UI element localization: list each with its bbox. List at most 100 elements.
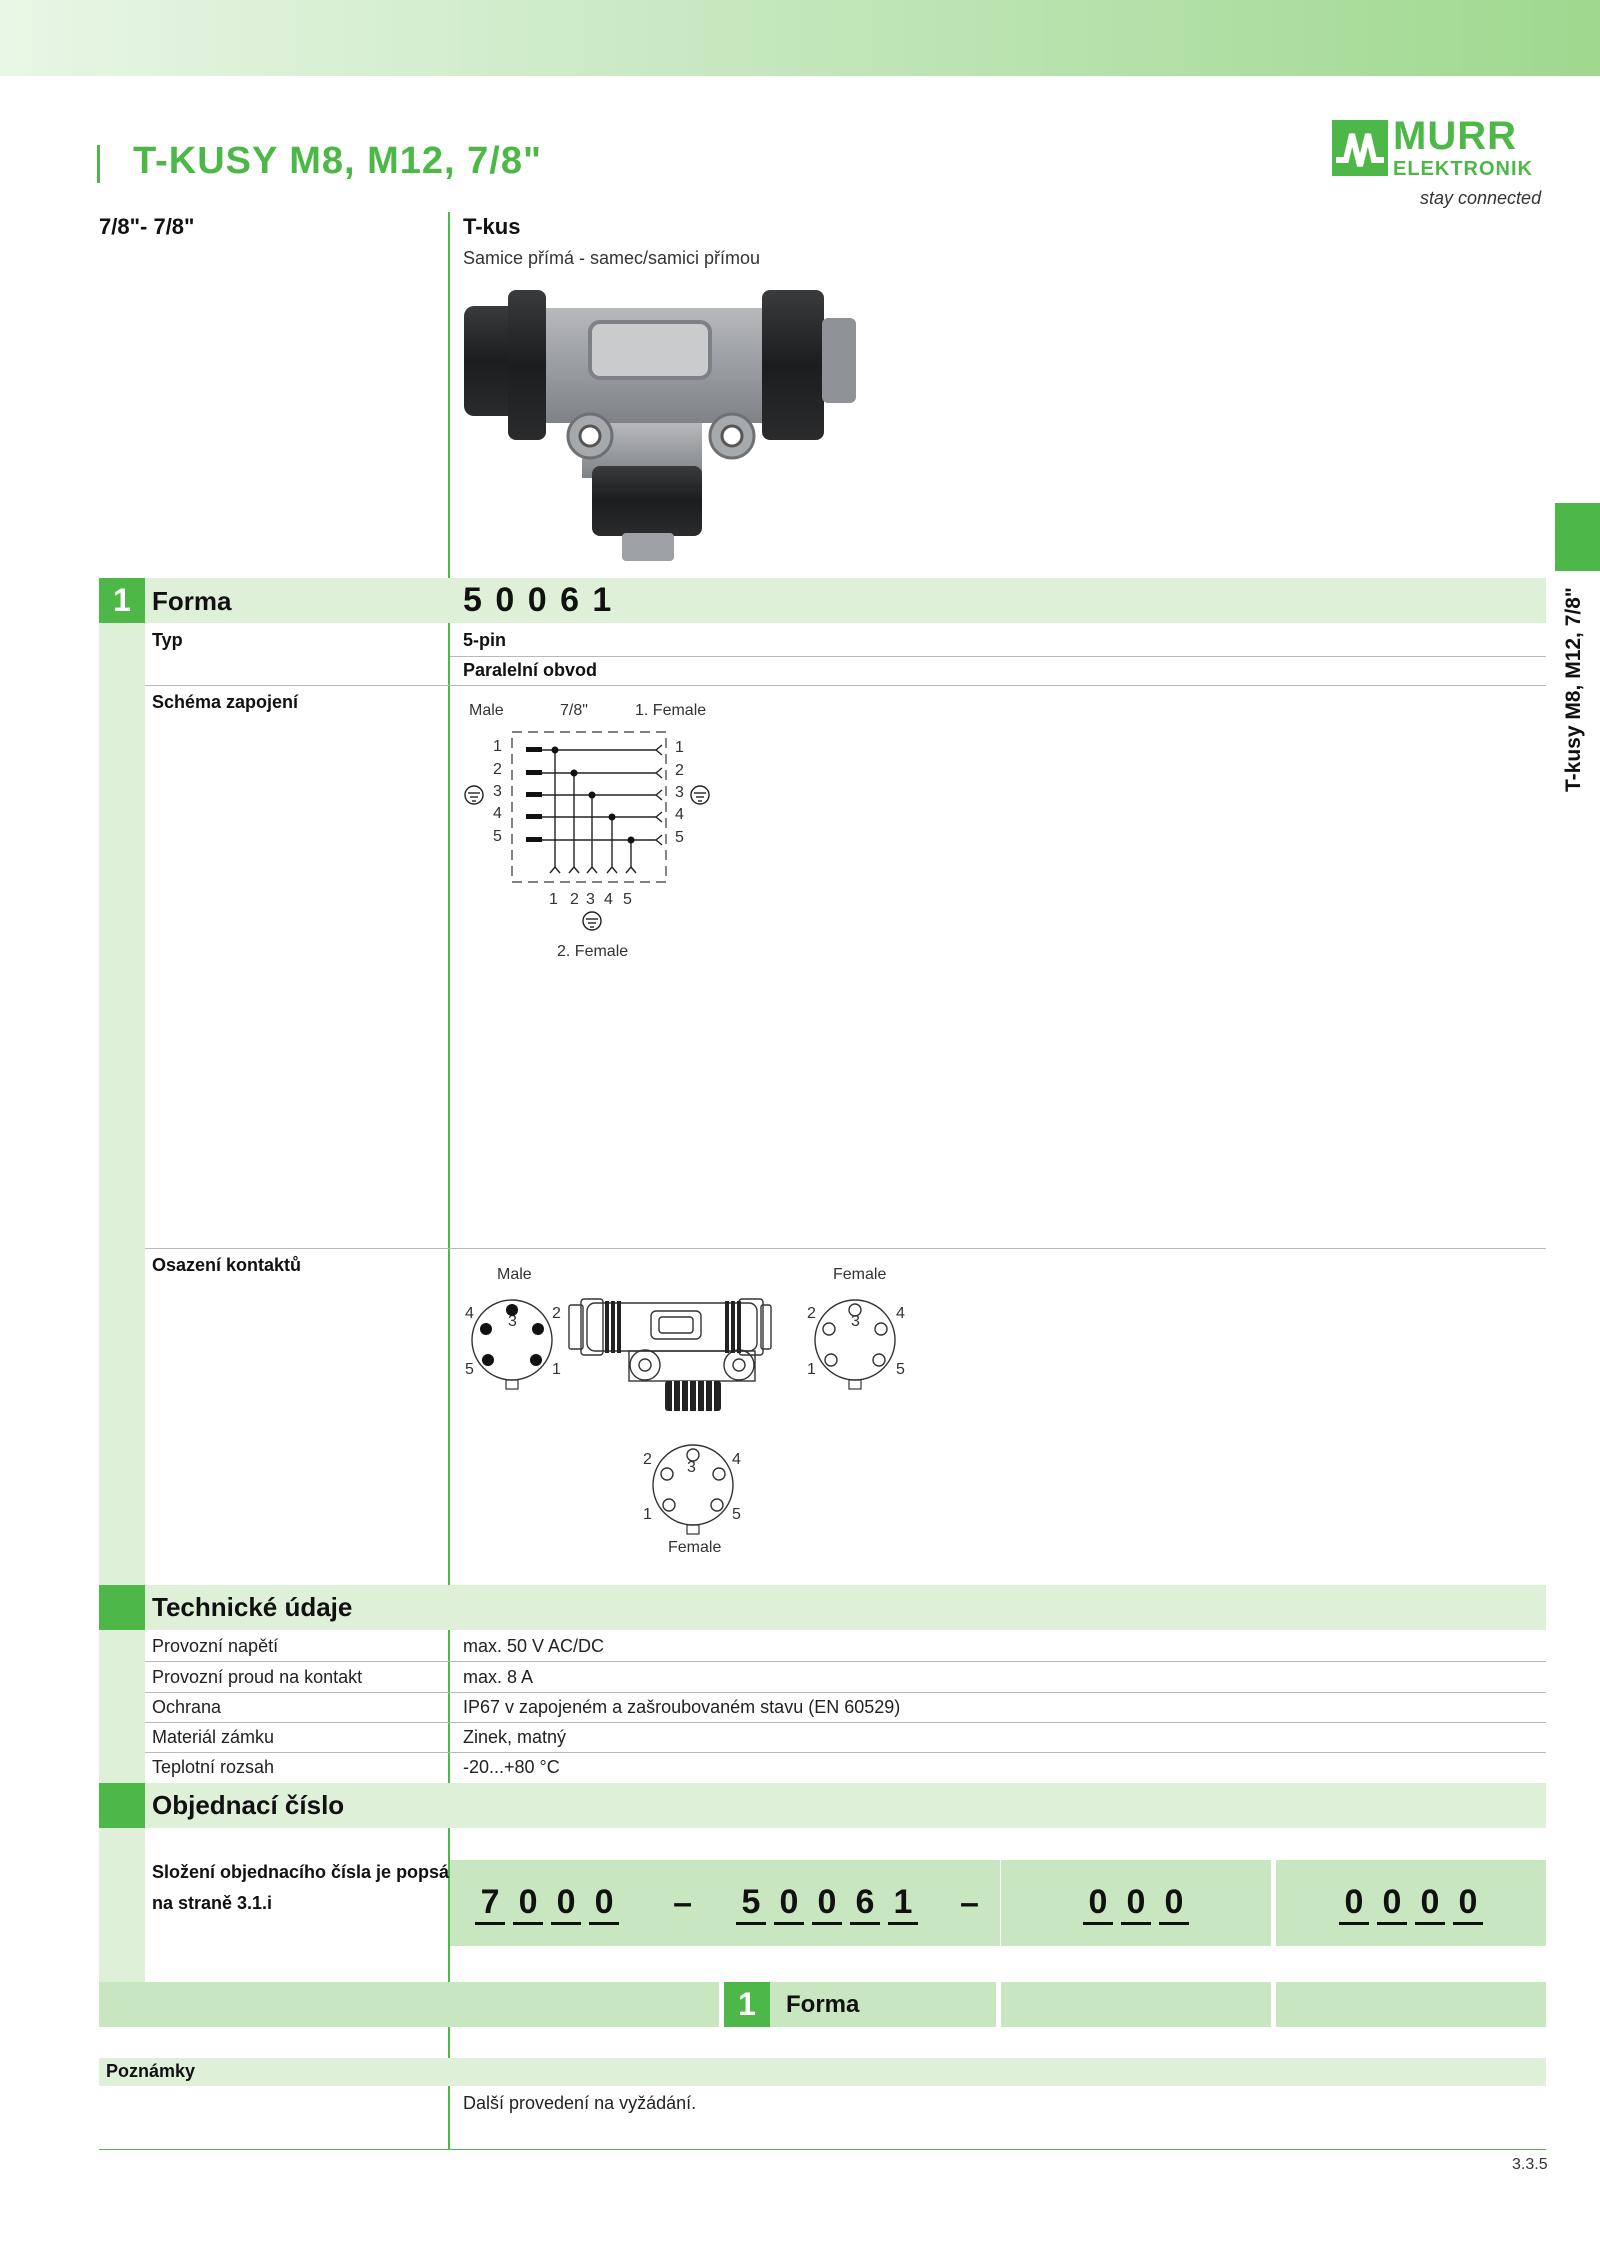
row-divider [145,1752,1546,1753]
female-bottom-pin-label: 5 [732,1506,741,1523]
technical-header-band [99,1585,1546,1630]
order-digit: 0 [774,1882,804,1925]
tech-row-value: IP67 v zapojeném a zašroubovaném stavu (… [463,1697,901,1717]
tech-row-label: Provozní proud na kontakt [152,1667,363,1687]
contacts-female-right-label: Female [833,1266,886,1283]
logo-subword: ELEKTRONIK [1393,158,1533,180]
notes-text: Další provedení na vyžádání. [463,2093,697,2113]
left-column-strip [99,623,145,1983]
row-divider [145,1722,1546,1723]
logo-tagline: stay connected [1420,188,1542,208]
order-code-group3: 0 0 0 [1001,1860,1271,1946]
order-heading: Objednací číslo [152,1790,345,1820]
female-right-pin-label: 2 [807,1305,816,1322]
technical-heading: Technické údaje [152,1592,353,1622]
order-marker [99,1783,145,1828]
forma-heading: Forma [152,586,232,616]
contacts-label: Osazení kontaktů [152,1255,302,1275]
wiring-right-pin: 2 [675,762,684,779]
wiring-right-pin: 3 [675,784,684,801]
wiring-female2-label: 2. Female [557,943,628,960]
order-digit: 0 [1083,1882,1113,1925]
wiring-bottom-pin: 3 [586,891,595,908]
legend-forma-label: Forma [786,1991,860,2018]
order-digit: 5 [736,1882,766,1925]
order-digit: 0 [1415,1882,1445,1925]
order-note-line1: Složení objednacího čísla je popsáno [152,1862,472,1882]
order-digit: 0 [812,1882,842,1925]
legend-forma-number: 1 [724,1982,770,2027]
wiring-diagram: Male 7/8" 1. Female 1 2 3 4 5 1 2 3 4 5 … [464,702,710,960]
contact-layout-diagram: Male Female Female 4 3 2 5 1 2 3 4 1 5 2… [465,1266,905,1556]
order-digit: 1 [888,1882,918,1925]
forma-header-band [99,578,1546,623]
female-bottom-pin-label: 4 [732,1451,741,1468]
type-value-circuit: Paralelní obvod [463,660,598,680]
order-dash: – [960,1883,979,1922]
wiring-female1-label: 1. Female [635,702,706,719]
row-divider [450,656,1546,657]
male-pin-label: 3 [508,1313,517,1330]
row-divider [145,685,1546,686]
female-right-pin-label: 1 [807,1361,816,1378]
row-divider [145,1692,1546,1693]
logo-word: MURR [1393,114,1517,158]
column-divider [448,212,450,2150]
male-pin-label: 5 [465,1361,474,1378]
page-title: T-KUSY M8, M12, 7/8" [133,140,542,182]
female-bottom-pin-label: 1 [643,1506,652,1523]
wiring-left-pin: 1 [493,738,502,755]
legend-band-left [99,1982,719,2027]
order-digit: 0 [1159,1882,1189,1925]
murr-logo-icon [1332,120,1388,176]
product-name: T-kus [463,214,521,239]
type-label: Typ [152,630,183,650]
forma-number-badge: 1 [99,578,145,623]
product-photo [464,290,856,561]
order-digit: 0 [1377,1882,1407,1925]
tech-row-label: Provozní napětí [152,1636,279,1656]
series-label: 7/8"- 7/8" [99,214,195,239]
sidebar-tab [1555,503,1600,571]
wiring-right-pin: 1 [675,739,684,756]
wiring-right-pin: 5 [675,829,684,846]
tech-row-value: max. 50 V AC/DC [463,1636,605,1656]
wiring-left-pin: 3 [493,783,502,800]
wiring-left-pin: 2 [493,761,502,778]
tech-row-value: Zinek, matný [463,1727,567,1747]
order-digit: 0 [1453,1882,1483,1925]
order-note-line2: na straně 3.1.i [152,1893,273,1913]
male-pin-label: 2 [552,1305,561,1322]
notes-header-band [99,2058,1546,2086]
female-right-pin-label: 4 [896,1305,905,1322]
tech-row-value: max. 8 A [463,1667,534,1687]
footer-line [99,2149,1546,2150]
legend-band-g3 [1001,1982,1271,2027]
notes-heading: Poznámky [106,2061,196,2081]
wiring-right-pin: 4 [675,806,684,823]
female-bottom-pin-label: 3 [687,1459,696,1476]
order-code-group4: 0 0 0 0 [1276,1860,1546,1946]
male-pin-label: 1 [552,1361,561,1378]
wiring-male-label: Male [469,702,504,719]
order-digit: 6 [850,1882,880,1925]
order-dash: – [673,1883,692,1922]
schema-label: Schéma zapojení [152,692,299,712]
order-digit: 7 [475,1882,506,1925]
contacts-female-bottom-label: Female [668,1539,721,1556]
tech-row-label: Teplotní rozsah [152,1757,275,1777]
contacts-male-label: Male [497,1266,532,1283]
wiring-middle-label: 7/8" [560,702,588,719]
order-digit: 0 [589,1882,620,1925]
sidebar-tab-text: T-kusy M8, M12, 7/8" [1562,587,1585,792]
wiring-bottom-pin: 4 [604,891,613,908]
tech-row-label: Materiál zámku [152,1727,275,1747]
order-digit: 0 [1339,1882,1369,1925]
wiring-bottom-pin: 1 [549,891,558,908]
legend-band-g4 [1276,1982,1546,2027]
wiring-bottom-pin: 5 [623,891,632,908]
title-accent-bar [97,145,100,183]
row-divider [145,1661,1546,1662]
row-divider [145,1248,1546,1249]
order-digit: 0 [1121,1882,1151,1925]
